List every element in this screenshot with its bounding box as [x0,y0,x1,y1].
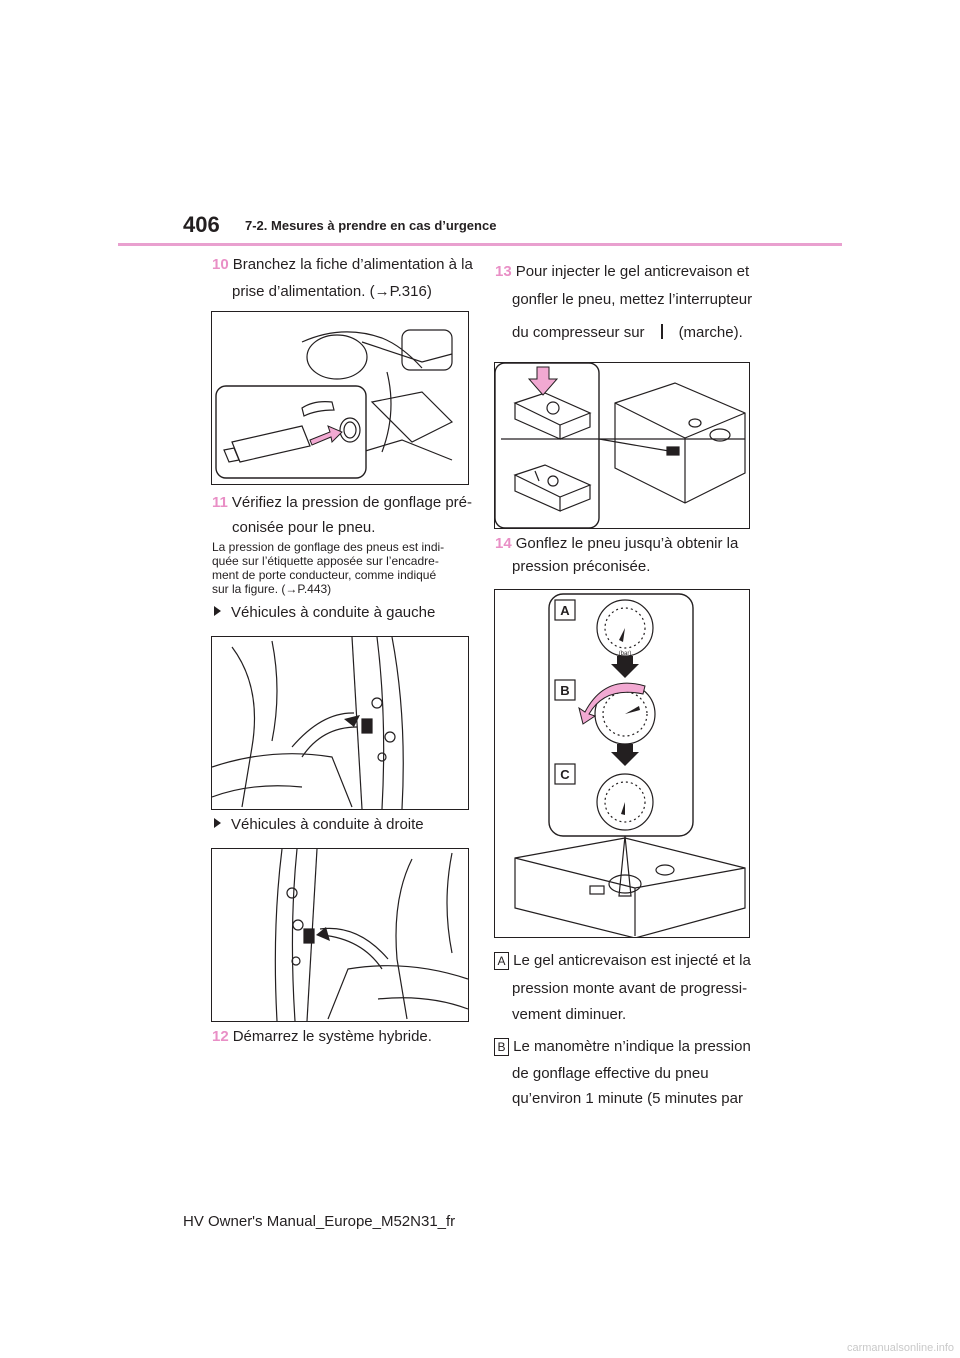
step-10-number: 10 [212,256,229,273]
power-socket-illustration [215,329,454,479]
bullet-right-drive-label: Véhicules à conduite à droite [231,816,424,833]
bullet-right-drive: Véhicules à conduite à droite [214,816,424,833]
note-line: ment de porte conducteur, comme indiqué [212,568,437,582]
item-a-line2: pression monte avant de progressi- [512,980,748,997]
triangle-bullet-icon [214,818,221,828]
gauge-unit-label: (bar) [619,651,632,657]
figure-compressor-switch [494,362,750,529]
step-11-line2: conisée pour le pneu. [232,519,376,536]
gauge-tag-b [554,679,576,701]
figure-power-socket [211,311,469,485]
step-11-number: 11 [212,494,228,511]
footer-manual-id: HV Owner's Manual_Europe_M52N31_fr [183,1213,456,1230]
step-12-text: Démarrez le système hybride. [232,1028,432,1045]
step-12-number: 12 [212,1028,229,1045]
item-b-tag: B [494,1038,509,1056]
step-10-text: Branchez la fiche d’alimentation à la [232,256,473,273]
figure-right-drive-label [211,848,469,1022]
left-drive-illustration [212,637,404,809]
triangle-bullet-icon [214,606,221,616]
step-13-line2: gonfler le pneu, mettez l’interrupteur [512,291,753,308]
power-on-symbol-icon [660,324,663,339]
pressure-gauges-illustration: A B C (bar) [514,593,746,937]
bullet-left-drive: Véhicules à conduite à gauche [214,604,435,621]
item-b-text: Le manomètre n’indique la pression [513,1038,751,1055]
figure-left-drive-label [211,636,469,810]
right-drive-illustration [274,849,468,1021]
item-a-tag: A [494,952,509,970]
item-b-line2: de gonflage effective du pneu [512,1065,709,1082]
step-13-line3: du compresseur sur (marche). [512,316,743,350]
gauge-tag-c [554,763,576,785]
figure-pressure-gauges: A B C (bar) [494,589,750,938]
watermark: carmanualsonline.info [846,1342,954,1354]
gauge-tag-c-label: C [560,767,570,782]
item-a-text: Le gel anticrevaison est injecté et la [513,952,751,969]
step-14-text: Gonflez le pneu jusqu’à obtenir la [515,535,739,552]
note-line: quée sur l’étiquette apposée sur l’encad… [212,554,439,568]
step-10-line2: prise d’alimentation. (→P.316) [232,283,432,300]
step-13-line3-before: du compresseur sur [512,324,645,341]
header-rule [118,243,842,246]
step-13-line3-after: (marche). [678,324,743,341]
step-14-line2: pression préconisée. [512,558,651,575]
item-a-line3: vement diminuer. [512,1006,627,1023]
step-13-text: Pour injecter le gel anticrevaison et [515,263,750,280]
step-13-number: 13 [495,263,512,280]
compressor-switch-illustration [495,363,746,528]
section-title: 7-2. Mesures à prendre en cas d’urgence [245,218,497,233]
step-14-number: 14 [495,535,512,552]
note-line: sur la figure. (→P.443) [212,582,332,596]
note-line: La pression de gonflage des pneus est in… [212,540,445,554]
item-a-line1: A Le gel anticrevaison est injecté et la [494,944,751,978]
gauge-tag-a [554,599,576,621]
bullet-left-drive-label: Véhicules à conduite à gauche [231,604,436,621]
item-b-line1: B Le manomètre n’indique la pression [494,1030,751,1064]
gauge-tag-a-label: A [560,603,570,618]
gauge-tag-b-label: B [560,683,569,698]
item-b-line3: qu’environ 1 minute (5 minutes par [512,1090,743,1107]
page-number: 406 [183,212,220,237]
step-11-text: Vérifiez la pression de gonflage pré- [231,494,472,511]
tire-pressure-note: La pression de gonflage des pneus est in… [212,540,472,596]
